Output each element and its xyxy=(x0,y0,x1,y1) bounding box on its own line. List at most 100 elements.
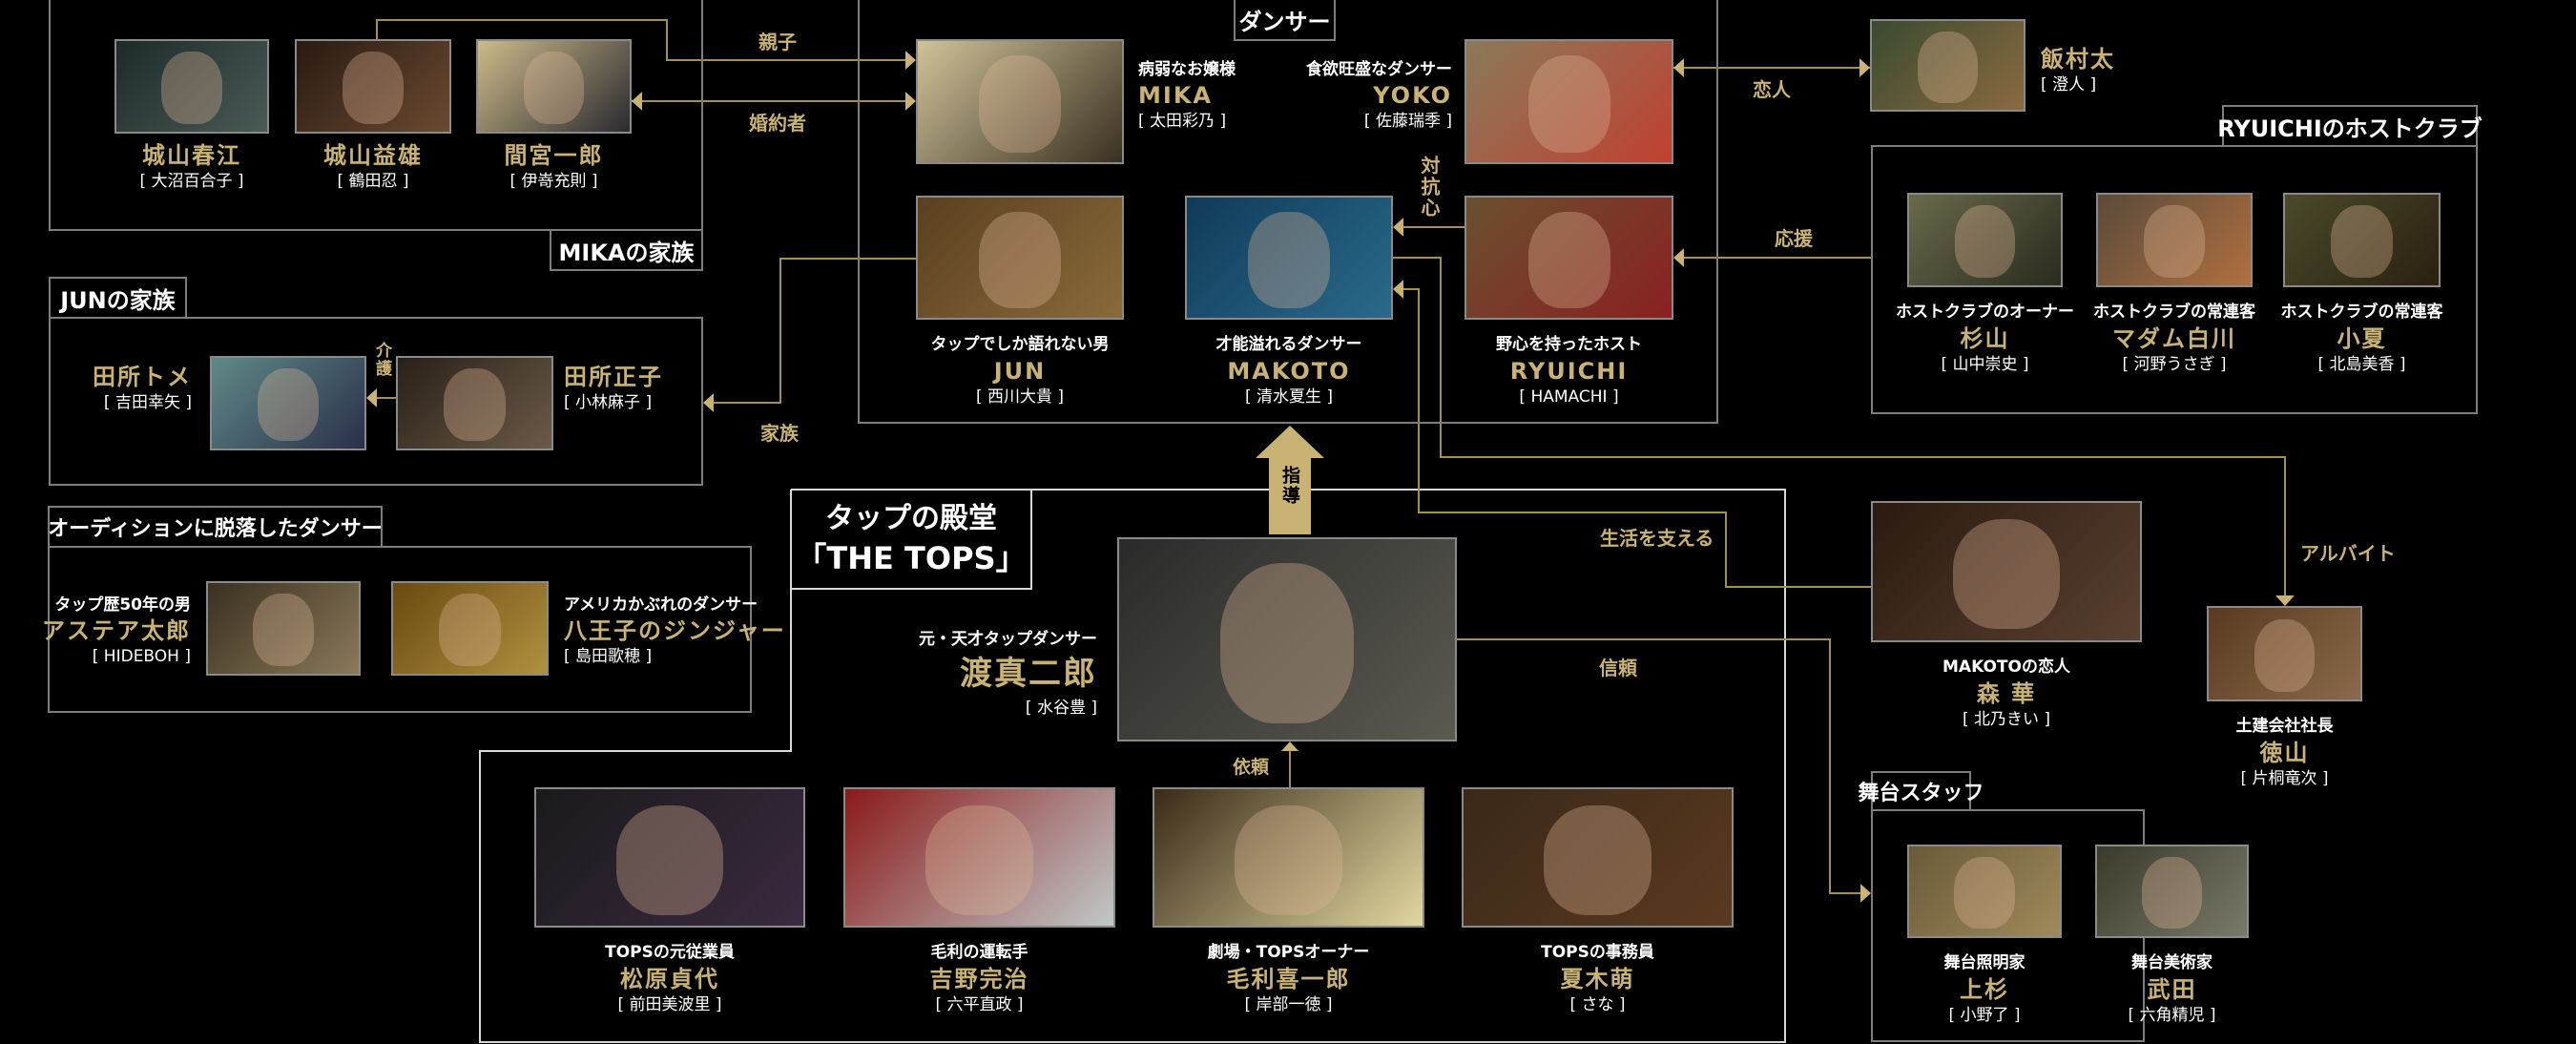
astaire-role: タップ歴50年の男 xyxy=(54,595,191,615)
sugiyama-name: 杉山 xyxy=(1960,325,2010,352)
mamiya-actor: [ 伊嵜充則 ] xyxy=(509,172,598,191)
portrait-image xyxy=(1248,212,1330,308)
tops-box xyxy=(479,489,1786,1043)
relation-label-seikatsu: 生活を支える xyxy=(1600,527,1714,550)
portrait-image xyxy=(979,55,1061,153)
relation-label-taikoushin: 対抗心 xyxy=(1418,156,1441,219)
portrait-image xyxy=(253,594,314,667)
watari-name: 渡真二郎 xyxy=(960,655,1097,693)
mamiya-name: 間宮一郎 xyxy=(504,142,604,169)
masuo-name: 城山益雄 xyxy=(323,142,423,169)
arrow-koibito-right xyxy=(1859,58,1870,77)
photo-astaire xyxy=(206,581,361,676)
photo-uesugi xyxy=(1907,845,2062,938)
photo-yoko xyxy=(1465,39,1673,164)
madam-name: マダム白川 xyxy=(2112,325,2236,352)
mika-name: MIKA xyxy=(1138,82,1213,109)
portrait-image xyxy=(523,52,585,125)
host-club-label: RYUICHIのホストクラブ xyxy=(2217,105,2483,147)
portrait-image xyxy=(1219,563,1355,724)
yoko-role: 食欲旺盛なダンサー xyxy=(1306,60,1452,79)
ryuichi-role: 野心を持ったホスト xyxy=(1496,335,1642,354)
yoshino-role: 毛利の運転手 xyxy=(930,943,1028,962)
arrow-shinrai xyxy=(1860,884,1871,903)
photo-natsuki xyxy=(1462,787,1734,928)
portrait-image xyxy=(1954,857,2015,929)
dancers-label: ダンサー xyxy=(1234,0,1336,41)
astaire-name: アステア太郎 xyxy=(42,617,191,644)
yoshino-name: 吉野完治 xyxy=(929,966,1029,992)
natsuki-actor: [ さな ] xyxy=(1569,995,1626,1014)
mouri-role: 劇場・TOPSオーナー xyxy=(1207,943,1370,962)
konatsu-role: ホストクラブの常連客 xyxy=(2280,303,2443,322)
haru-actor: [ 大沼百合子 ] xyxy=(139,172,244,191)
konatsu-name: 小夏 xyxy=(2337,325,2387,352)
arrow-kazoku xyxy=(703,393,714,412)
photo-ginger xyxy=(391,581,549,676)
yoko-name: YOKO xyxy=(1373,82,1452,109)
haru-name: 城山春江 xyxy=(142,142,241,169)
jun-role: タップでしか語れない男 xyxy=(930,335,1110,354)
photo-ryuichi xyxy=(1465,196,1673,320)
photo-konatsu xyxy=(2283,193,2441,287)
photo-madam xyxy=(2096,193,2253,287)
line-seikatsu xyxy=(1395,288,1871,588)
portrait-image xyxy=(444,368,506,442)
arrow-ouen xyxy=(1673,248,1684,267)
watari-actor: [ 水谷豊 ] xyxy=(1025,699,1097,718)
mori-name: 森 華 xyxy=(1976,680,2037,707)
natsuki-name: 夏木萌 xyxy=(1560,966,1635,992)
photo-jun xyxy=(916,196,1124,320)
portrait-image xyxy=(343,52,404,125)
mika-role: 病弱なお嬢様 xyxy=(1138,60,1236,79)
tokuyama-name: 徳山 xyxy=(2259,740,2310,766)
portrait-image xyxy=(1953,519,2060,630)
arrow-kaigo xyxy=(366,388,377,407)
photo-iimura xyxy=(1870,19,2025,112)
makoto-role: 才能溢れるダンサー xyxy=(1215,335,1362,354)
iimura-name: 飯村太 xyxy=(2041,45,2115,73)
tops-label: タップの殿堂 「THE TOPS」 xyxy=(791,490,1031,589)
matsubara-actor: [ 前田美波里 ] xyxy=(617,995,722,1014)
relation-label-shinrai: 信頼 xyxy=(1599,657,1637,679)
sugiyama-actor: [ 山中崇史 ] xyxy=(1941,355,2029,374)
ginger-actor: [ 島田歌穂 ] xyxy=(564,647,653,666)
relation-label-ouen: 応援 xyxy=(1775,227,1813,250)
photo-tome xyxy=(210,356,366,450)
matsubara-name: 松原貞代 xyxy=(620,966,719,992)
relation-label-konyakusha: 婚約者 xyxy=(749,112,806,135)
portrait-image xyxy=(1527,55,1610,153)
line-shinrai xyxy=(1457,638,1869,894)
photo-yoshino xyxy=(843,787,1115,928)
madam-actor: [ 河野うさぎ ] xyxy=(2122,355,2227,374)
portrait-image xyxy=(161,52,222,125)
jun-family-label: JUNの家族 xyxy=(49,277,187,319)
takeda-role: 舞台美術家 xyxy=(2131,953,2212,972)
photo-mamiya xyxy=(476,39,632,134)
stage-staff-label: 舞台スタッフ xyxy=(1859,771,1984,811)
photo-mori xyxy=(1871,501,2142,642)
portrait-image xyxy=(2142,857,2202,929)
yoshino-actor: [ 六平直政 ] xyxy=(935,995,1024,1014)
photo-masuo xyxy=(295,39,451,134)
makoto-actor: [ 清水夏生 ] xyxy=(1244,387,1334,407)
relation-label-arubaito: アルバイト xyxy=(2300,542,2396,565)
relation-label-kaigo: 介護 xyxy=(372,342,391,378)
portrait-image xyxy=(979,212,1061,308)
tome-name: 田所トメ xyxy=(93,363,192,390)
konatsu-actor: [ 北島美香 ] xyxy=(2317,355,2406,374)
masako-actor: [ 小林麻子 ] xyxy=(564,392,653,412)
mouri-actor: [ 岸部一徳 ] xyxy=(1244,995,1333,1014)
arrow-konyakusha-right xyxy=(905,92,916,111)
uesugi-role: 舞台照明家 xyxy=(1943,953,2025,972)
relation-label-oyako: 親子 xyxy=(758,31,797,53)
mika-family-label: MIKAの家族 xyxy=(550,229,703,271)
takeda-actor: [ 六角精児 ] xyxy=(2128,1006,2216,1025)
photo-haru xyxy=(114,39,269,134)
tokuyama-role: 土建会社社長 xyxy=(2235,717,2334,736)
shidou-arrow xyxy=(1256,426,1324,534)
takeda-name: 武田 xyxy=(2147,976,2197,1003)
tops-label-line2: 「THE TOPS」 xyxy=(796,540,1027,576)
photo-matsubara xyxy=(534,787,805,928)
photo-sugiyama xyxy=(1907,193,2063,287)
